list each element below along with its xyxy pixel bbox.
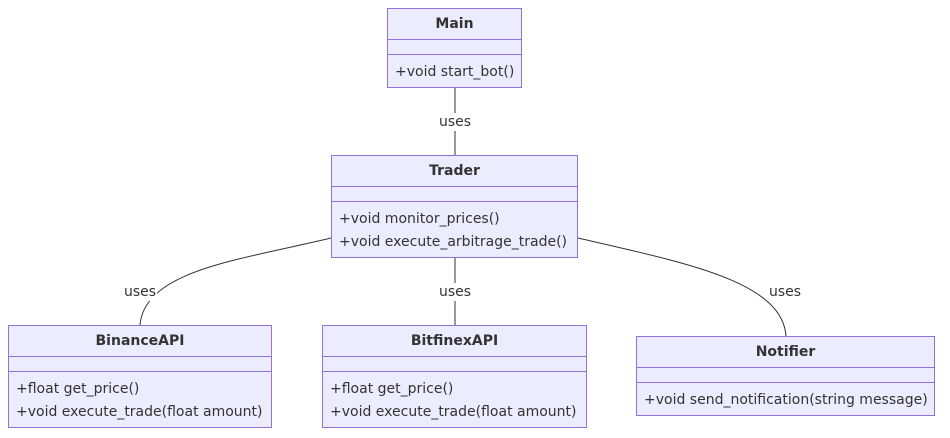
method: +void start_bot() <box>395 64 515 80</box>
class-attributes <box>388 40 521 55</box>
method: +void send_notification(string message) <box>644 392 928 408</box>
class-methods: +void start_bot() <box>388 55 521 89</box>
method: +float get_price() <box>16 381 140 397</box>
method: +void execute_trade(float amount) <box>330 404 577 420</box>
class-attributes <box>323 357 586 372</box>
class-attributes <box>9 357 271 372</box>
edge-label-trader-binance: uses <box>123 283 158 301</box>
edge-trader-notifier <box>577 237 787 337</box>
class-bitfinexapi[interactable]: BitfinexAPI +float get_price() +void exe… <box>322 325 587 428</box>
method: +void monitor_prices() <box>339 211 500 227</box>
class-methods: +void send_notification(string message) <box>637 383 934 417</box>
edge-trader-binance <box>139 237 332 326</box>
edge-label-trader-notifier: uses <box>768 283 803 301</box>
method: +void execute_arbitrage_trade() <box>339 234 567 250</box>
class-methods: +float get_price() +void execute_trade(f… <box>323 372 586 429</box>
class-methods: +void monitor_prices() +void execute_arb… <box>332 202 577 259</box>
class-name: Main <box>388 9 521 40</box>
class-trader[interactable]: Trader +void monitor_prices() +void exec… <box>331 155 578 258</box>
class-name: Notifier <box>637 337 934 368</box>
class-attributes <box>637 368 934 383</box>
class-name: BinanceAPI <box>9 326 271 357</box>
class-name: Trader <box>332 156 577 187</box>
class-methods: +float get_price() +void execute_trade(f… <box>9 372 271 429</box>
edge-label-main-trader: uses <box>438 113 473 131</box>
class-notifier[interactable]: Notifier +void send_notification(string … <box>636 336 935 416</box>
class-binanceapi[interactable]: BinanceAPI +float get_price() +void exec… <box>8 325 272 428</box>
method: +float get_price() <box>330 381 454 397</box>
edge-label-trader-bitfinex: uses <box>438 283 473 301</box>
class-attributes <box>332 187 577 202</box>
class-main[interactable]: Main +void start_bot() <box>387 8 522 88</box>
class-name: BitfinexAPI <box>323 326 586 357</box>
method: +void execute_trade(float amount) <box>16 404 263 420</box>
